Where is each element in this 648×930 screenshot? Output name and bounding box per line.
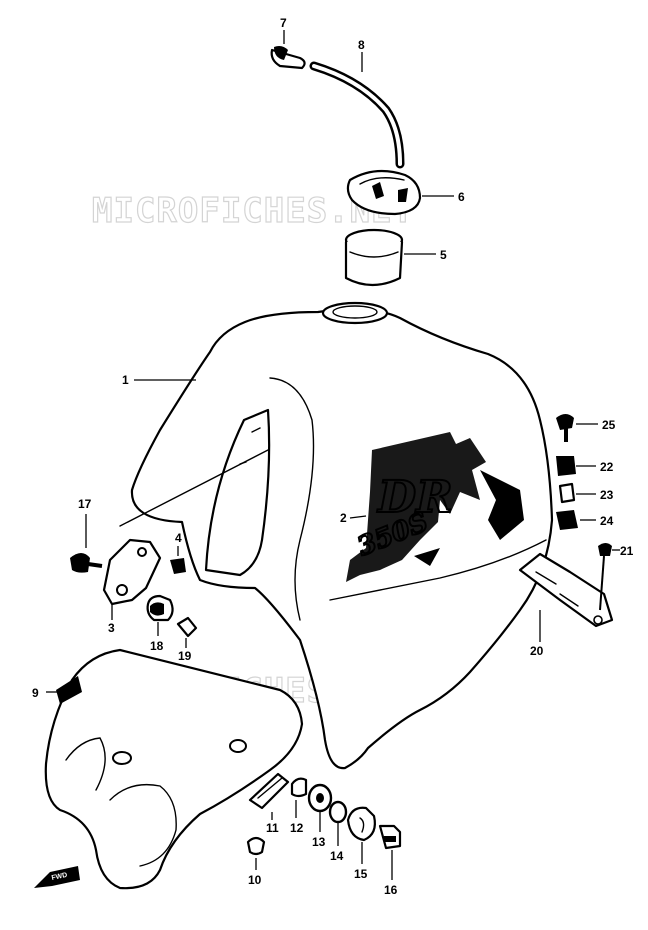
callout-23: 23 [600, 488, 614, 502]
part-5-filler-ring [344, 228, 404, 287]
callout-13: 13 [312, 835, 326, 849]
part-17-bolt [70, 553, 103, 573]
part-11-clip [248, 772, 290, 810]
callout-22: 22 [600, 460, 614, 474]
part-24-cushion [556, 510, 578, 530]
callout-16: 16 [384, 883, 398, 897]
callout-6: 6 [458, 190, 465, 204]
part-9-side-cover [44, 648, 304, 890]
part-20-bracket [518, 552, 614, 628]
callout-3: 3 [108, 621, 115, 635]
part-7-plug [270, 46, 306, 70]
callout-15: 15 [354, 867, 368, 881]
callout-17: 17 [78, 497, 92, 511]
callout-12: 12 [290, 821, 304, 835]
part-19-collar [176, 616, 198, 638]
callout-10: 10 [248, 873, 262, 887]
callout-2: 2 [340, 511, 347, 525]
callout-21: 21 [620, 544, 634, 558]
decal-text-dr: DR [376, 472, 453, 523]
callout-4: 4 [175, 531, 182, 545]
fwd-label: FWD [51, 872, 68, 882]
callout-18: 18 [150, 639, 164, 653]
leader-lines [46, 30, 620, 880]
part-13-washer [307, 783, 333, 813]
part-4-bolt [170, 558, 186, 574]
part-3-bracket [102, 538, 162, 606]
part-12-collar [290, 777, 308, 798]
callout-25: 25 [602, 418, 616, 432]
part-23-collar [558, 482, 576, 504]
callout-9: 9 [32, 686, 39, 700]
part-15-grommet [346, 806, 376, 842]
callout-8: 8 [358, 38, 365, 52]
part-25-bolt [556, 414, 574, 442]
part-14-washer [328, 800, 348, 824]
part-22-cushion [556, 456, 576, 476]
callout-19: 19 [178, 649, 192, 663]
callout-24: 24 [600, 514, 614, 528]
part-1-fuel-tank [119, 301, 554, 770]
callout-20: 20 [530, 644, 544, 658]
part-10-screw [246, 836, 266, 856]
part-6-fuel-cap [346, 169, 422, 216]
fwd-arrow-icon: FWD [34, 866, 80, 888]
callout-14: 14 [330, 849, 344, 863]
part-2-decal: DR 350S [346, 432, 524, 582]
callout-labels: 7 8 6 5 1 2 17 4 3 18 19 9 25 22 23 24 2… [32, 16, 634, 897]
part-8-breather-hose [309, 61, 405, 169]
callout-5: 5 [440, 248, 447, 262]
callout-11: 11 [266, 821, 279, 835]
part-21-bolt [598, 543, 612, 611]
part-18-grommet [146, 594, 174, 622]
callout-7: 7 [280, 16, 287, 30]
callout-1: 1 [122, 373, 129, 387]
part-16-bolt [378, 824, 402, 850]
